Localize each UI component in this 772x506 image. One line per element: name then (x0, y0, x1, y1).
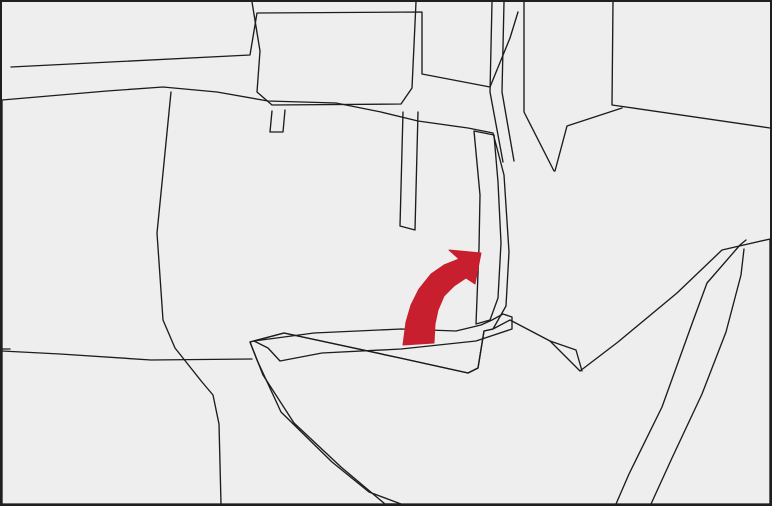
seat-cushion-cover (249, 238, 770, 504)
side-door-panel (554, 2, 770, 172)
headrest-strap-left (269, 109, 286, 133)
side-strap-vertical (473, 130, 502, 325)
cushion-right-fold (615, 239, 747, 504)
seat-crease-line (2, 350, 253, 361)
cushion-front-fold (549, 340, 583, 372)
seat-belt-lines (489, 2, 555, 172)
curved-arrow-icon (402, 249, 482, 346)
seat-side-seam (156, 91, 222, 504)
rear-window-outline (10, 11, 519, 88)
cushion-right-edge (650, 248, 745, 504)
headrest (251, 2, 417, 106)
headrest-strap-right (399, 111, 419, 231)
